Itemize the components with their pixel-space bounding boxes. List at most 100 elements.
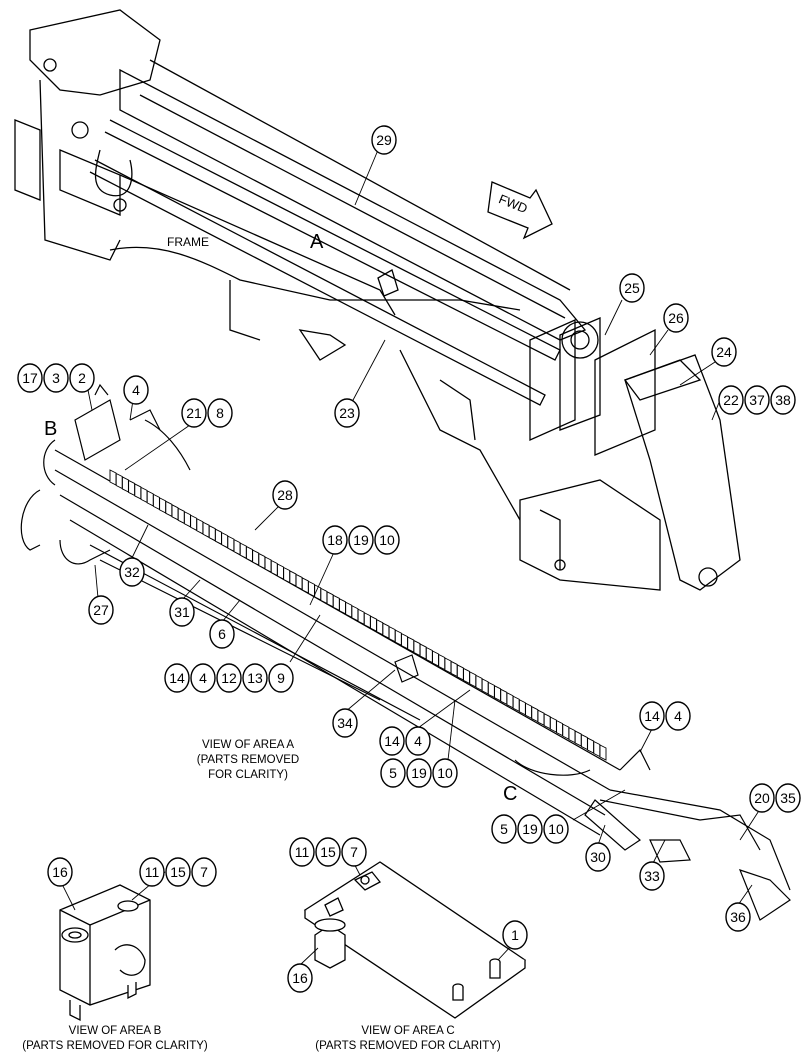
callout-circle	[491, 814, 517, 844]
chain-link	[190, 514, 198, 531]
chain-link	[481, 678, 489, 695]
callout-circle	[164, 663, 190, 693]
callout-number: 10	[548, 821, 564, 837]
callout-circle	[371, 125, 397, 155]
callout-number: 37	[749, 392, 765, 408]
callout-number: 15	[320, 844, 336, 860]
callout-circle	[749, 783, 775, 813]
callout-number: 4	[132, 382, 140, 398]
fwd-arrow: FWD	[487, 181, 553, 240]
chain-link	[413, 639, 421, 657]
chain-link	[438, 653, 446, 671]
chain-link	[512, 695, 520, 712]
chain-link	[537, 709, 545, 726]
callout-circle	[169, 597, 195, 627]
callout-circle	[744, 385, 770, 415]
chain-link	[432, 650, 439, 667]
svg-text:VIEW OF AREA C: VIEW OF AREA C	[361, 1025, 454, 1037]
callout-circle	[207, 398, 233, 428]
callout-c36: 36	[725, 902, 751, 932]
svg-text:(PARTS REMOVED: (PARTS REMOVED	[197, 754, 299, 766]
callout-number: 24	[716, 344, 732, 360]
callout-circle	[406, 758, 432, 788]
callout-c24: 24	[711, 337, 737, 367]
chain-link	[159, 497, 167, 514]
callout-number: 5	[500, 821, 508, 837]
callout-c16-c: 16	[287, 963, 313, 993]
chain-link	[463, 667, 470, 685]
chain-link	[171, 504, 179, 521]
callout-c29: 29	[371, 125, 397, 155]
chain-link	[301, 577, 309, 594]
callout-circle	[775, 783, 801, 813]
chain-link	[487, 681, 495, 699]
callout-circle	[405, 726, 431, 756]
callout-number: 8	[216, 405, 224, 421]
callout-c26: 26	[663, 303, 689, 333]
svg-text:VIEW OF AREA B: VIEW OF AREA B	[69, 1025, 162, 1037]
callout-c27: 27	[88, 595, 114, 625]
chain-link	[109, 469, 117, 486]
chain-link	[202, 521, 210, 538]
callout-number: 21	[186, 405, 202, 421]
callout-number: 7	[200, 864, 208, 880]
callout-number: 4	[199, 670, 207, 686]
chain-link	[196, 518, 204, 535]
callout-c6: 6	[209, 619, 235, 649]
callout-number: 19	[353, 532, 369, 548]
cable-carrier-drawing	[20, 383, 791, 921]
chain-link	[525, 702, 533, 719]
callout-c1: 1	[502, 920, 528, 950]
callout-number: 29	[376, 132, 392, 148]
callout-number: 28	[277, 487, 293, 503]
callout-circle	[123, 375, 149, 405]
callout-number: 26	[668, 310, 684, 326]
callout-c31: 31	[169, 597, 195, 627]
chain-link	[599, 744, 607, 761]
callout-number: 33	[644, 868, 660, 884]
chain-link	[227, 535, 235, 552]
callout-circle	[287, 963, 313, 993]
callout-number: 27	[93, 602, 109, 618]
chain-link	[233, 538, 241, 556]
area-c-label: C	[503, 783, 517, 805]
callout-circle	[665, 701, 691, 731]
callout-circle	[725, 902, 751, 932]
chain-link	[419, 643, 427, 660]
callout-circle	[585, 842, 611, 872]
callout-circle	[289, 837, 315, 867]
callout-circle	[663, 303, 689, 333]
callout-number: 38	[775, 392, 791, 408]
callout-circle	[191, 857, 217, 887]
chain-link	[326, 591, 334, 608]
callout-circle	[639, 861, 665, 891]
callout-number: 25	[624, 280, 640, 296]
callout-circle	[718, 385, 744, 415]
callout-number: 12	[221, 670, 237, 686]
callout-circle	[332, 708, 358, 738]
chain-link	[450, 660, 458, 678]
callout-number: 32	[124, 564, 140, 580]
chain-link	[351, 605, 359, 622]
chain-link	[221, 531, 229, 549]
chain-link	[339, 598, 346, 615]
chain-link	[283, 566, 291, 584]
chain-link	[270, 559, 278, 577]
callout-circle	[322, 525, 348, 555]
callout-circle	[242, 663, 268, 693]
chain-link	[121, 476, 129, 493]
chain-link	[152, 493, 160, 511]
chain-link	[556, 719, 564, 737]
callout-circle	[348, 525, 374, 555]
svg-text:FOR CLARITY): FOR CLARITY)	[208, 769, 288, 781]
chain-link	[208, 524, 216, 542]
callout-c25: 25	[619, 273, 645, 303]
callout-c4-top: 4	[123, 375, 149, 405]
chain-link	[115, 472, 123, 490]
callout-c30: 30	[585, 842, 611, 872]
svg-text:(PARTS REMOVED FOR CLARITY): (PARTS REMOVED FOR CLARITY)	[315, 1040, 501, 1052]
